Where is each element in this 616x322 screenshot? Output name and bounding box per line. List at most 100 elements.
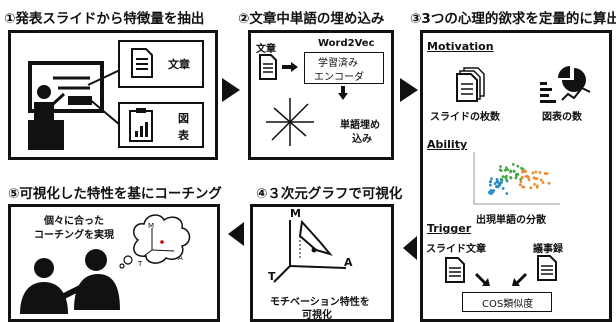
scatter-dot bbox=[527, 178, 531, 182]
arrow-left-icon bbox=[228, 222, 244, 246]
slides-stack-icon bbox=[456, 67, 485, 102]
step5-title: ⑤可視化した特性を基にコーチング bbox=[8, 186, 222, 202]
scatter-dot bbox=[511, 162, 515, 166]
trigger-heading: Trigger bbox=[427, 222, 472, 235]
embedding-line1: 単語埋め bbox=[340, 120, 380, 131]
scatter-dot bbox=[523, 169, 527, 173]
arrow-right-icon bbox=[222, 78, 240, 102]
scatter-dot bbox=[521, 170, 525, 174]
scatter-dot bbox=[490, 177, 493, 181]
scatter-dot bbox=[494, 185, 498, 189]
step4-caption-line1: モチベーション特性を bbox=[270, 297, 370, 308]
scatter-dot bbox=[538, 171, 542, 174]
scatter-dot bbox=[489, 183, 492, 187]
scatter-dot bbox=[516, 164, 520, 168]
scatter-dot bbox=[504, 166, 508, 170]
word2vec-label: Word2Vec bbox=[318, 38, 375, 49]
word-variance-label: 出現単語の分散 bbox=[476, 215, 546, 226]
scatter-dot bbox=[491, 190, 495, 194]
slide-count-label: スライドの枚数 bbox=[430, 112, 500, 123]
step3-title: ③3つの心理的欲求を定量的に算出 bbox=[410, 11, 616, 27]
encoder-line2: エンコーダ bbox=[314, 72, 364, 83]
scatter-dot bbox=[535, 177, 539, 180]
document-icon bbox=[131, 48, 153, 78]
axis-t-label: T bbox=[268, 270, 276, 283]
scatter-dot bbox=[500, 181, 503, 184]
clipboard-chart-icon bbox=[129, 108, 153, 142]
scatter-dot bbox=[506, 168, 510, 172]
scatter-dot bbox=[495, 178, 499, 181]
scatter-plot-icon bbox=[473, 152, 560, 205]
scatter-dot bbox=[539, 178, 543, 182]
cos-similarity-label: COS類似度 bbox=[482, 299, 534, 310]
scatter-dot bbox=[522, 185, 526, 189]
speech-line1: 個々に合った bbox=[44, 216, 104, 227]
scatter-dot bbox=[519, 180, 523, 184]
step1-chart-label-2: 表 bbox=[178, 129, 189, 142]
encoder-box bbox=[304, 52, 384, 84]
ability-heading: Ability bbox=[427, 138, 468, 151]
scatter-dot bbox=[504, 175, 507, 179]
step4-title: ④３次元グラフで可視化 bbox=[256, 186, 403, 202]
arrow-left-icon bbox=[403, 236, 417, 260]
cos-similarity-box bbox=[462, 292, 552, 312]
arrow-right-icon bbox=[400, 78, 418, 102]
scatter-dot bbox=[505, 192, 509, 195]
scatter-dot bbox=[541, 181, 545, 184]
step2-doc-label: 文章 bbox=[256, 44, 276, 55]
scatter-dot bbox=[500, 178, 504, 182]
step4-caption-line2: 可視化 bbox=[302, 310, 332, 321]
bubble-axis-a: A bbox=[178, 254, 183, 262]
scatter-dot bbox=[488, 191, 491, 195]
scatter-dot bbox=[534, 170, 538, 174]
document-icon bbox=[445, 257, 465, 283]
scatter-dot bbox=[496, 180, 499, 184]
scatter-dot bbox=[529, 186, 533, 190]
axis-a-label: A bbox=[344, 256, 353, 269]
coaching-people-icon bbox=[20, 249, 120, 314]
scatter-dot bbox=[531, 171, 535, 175]
scatter-dot bbox=[527, 176, 530, 179]
scatter-dot bbox=[489, 180, 493, 183]
scatter-dot bbox=[509, 176, 513, 180]
scatter-dot bbox=[514, 176, 518, 180]
scatter-dot bbox=[520, 166, 523, 170]
charts-icon bbox=[540, 66, 591, 103]
scatter-dot bbox=[524, 175, 528, 178]
scatter-dot bbox=[509, 169, 513, 173]
step1-chart-label-1: 図 bbox=[178, 112, 189, 125]
scatter-dot bbox=[520, 176, 524, 179]
scatter-dot bbox=[501, 175, 505, 179]
encoder-line1: 学習済み bbox=[318, 58, 358, 69]
merge-arrows-icon bbox=[474, 272, 528, 286]
step4-panel bbox=[250, 204, 394, 322]
3d-graph-icon bbox=[273, 219, 347, 283]
arrow-right-icon bbox=[282, 62, 298, 72]
bubble-axis-m: M bbox=[148, 222, 155, 230]
chart-count-label: 図表の数 bbox=[542, 112, 582, 123]
scatter-dot bbox=[512, 170, 516, 173]
bubble-axis-t: T bbox=[138, 260, 143, 268]
scatter-dot bbox=[501, 187, 505, 190]
scatter-dot bbox=[547, 181, 551, 185]
scatter-dot bbox=[498, 183, 502, 186]
scatter-dot bbox=[535, 185, 539, 189]
scatter-dot bbox=[489, 188, 493, 192]
step2-title: ②文章中単語の埋め込み bbox=[238, 11, 385, 27]
vector-space-icon bbox=[266, 98, 314, 146]
motivation-heading: Motivation bbox=[427, 40, 494, 53]
scatter-dot bbox=[515, 173, 519, 177]
scatter-dot bbox=[543, 172, 547, 175]
scatter-dot bbox=[498, 168, 502, 172]
arrow-down-icon bbox=[338, 86, 348, 100]
scatter-dot bbox=[493, 182, 497, 186]
scatter-dot bbox=[532, 176, 536, 180]
minutes-label: 議事録 bbox=[533, 244, 563, 255]
axis-m-label: M bbox=[290, 207, 301, 220]
thought-bubble-icon bbox=[119, 214, 191, 269]
step2-panel bbox=[248, 30, 394, 160]
presenter-illustration bbox=[28, 61, 121, 150]
scatter-dot bbox=[499, 165, 502, 168]
slide-text-label: スライド文章 bbox=[426, 244, 486, 255]
scatter-dot bbox=[518, 183, 522, 187]
